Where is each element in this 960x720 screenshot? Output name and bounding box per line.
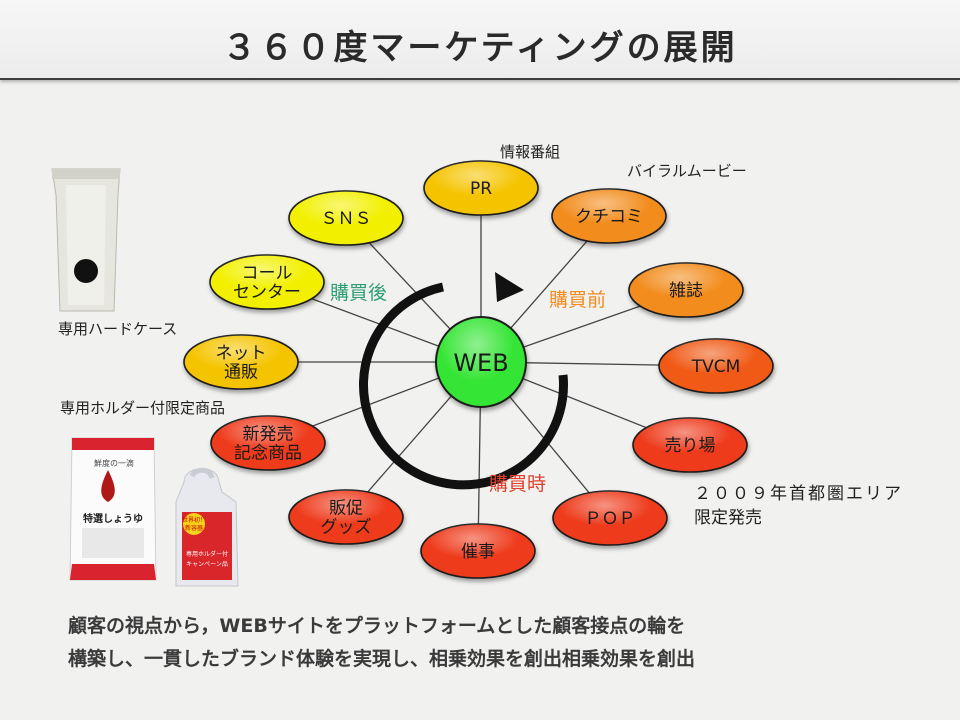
node-store-label-1: 売り場 (665, 436, 716, 456)
node-tvcm: TVCM (658, 338, 774, 394)
node-net-shop-label-1: ネット (216, 344, 267, 364)
hard-case-label: 専用ハードケース (58, 320, 178, 338)
holder-product-label: 専用ホルダー付限定商品 (60, 399, 226, 417)
node-sns: ＳＮＳ (288, 190, 404, 246)
node-net-shop-gloss (186, 335, 296, 383)
node-sns-label-1: ＳＮＳ (321, 209, 372, 229)
note-area-limited-line-1: ２００９年首都圏エリア (694, 484, 903, 504)
node-pr: PR (423, 160, 539, 216)
node-pop: ＰＯＰ (552, 490, 668, 546)
node-call-center-label-2: センター (233, 283, 301, 303)
node-promo-goods-gloss (291, 490, 401, 538)
node-magazine-gloss (631, 263, 741, 311)
hub: WEB (435, 316, 527, 408)
notes: 情報番組 バイラルムービー ２００９年首都圏エリア 限定発売 (500, 143, 903, 528)
node-pop-label-1: ＰＯＰ (585, 509, 636, 529)
node-promo-goods-label-2: グッズ (321, 518, 372, 538)
holder-bottle-image: 世界初！ 新容器 専用ホルダー付 キャンペーン品 (170, 462, 244, 592)
node-event: 催事 (420, 523, 536, 579)
node-word-of-mouth-label-1: クチコミ (575, 207, 643, 227)
phase-before-label: 購買前 (549, 289, 606, 311)
node-store-gloss (635, 418, 745, 466)
hub-label: WEB (453, 349, 508, 377)
cycle-arrowhead (495, 272, 524, 302)
bottle-text-1: 世界初！ (182, 516, 206, 524)
node-tvcm-label-1: TVCM (691, 357, 741, 377)
node-word-of-mouth: クチコミ (551, 188, 667, 244)
node-magazine-label-1: 雑誌 (669, 281, 703, 301)
caption-line-2: 構築し、一貫したブランド体験を実現し、相乗効果を創出相乗効果を創出 (68, 648, 696, 670)
node-tvcm-gloss (661, 339, 771, 387)
node-event-label-1: 催事 (461, 542, 495, 562)
pouch-text-2: 特選しょうゆ (83, 512, 143, 525)
node-pr-label-1: PR (470, 179, 492, 199)
node-net-shop-label-2: 通販 (224, 363, 258, 383)
hard-case-image (46, 165, 126, 315)
cycle-arrow (359, 272, 568, 490)
caption-line-1: 顧客の視点から，WEBサイトをプラットフォームとした顧客接点の輪を (68, 615, 686, 637)
phase-after-label: 購買後 (330, 282, 387, 304)
node-word-of-mouth-gloss (554, 189, 664, 237)
phase-labels: 購買後 購買前 購買時 (330, 282, 606, 495)
hub-gloss (437, 318, 525, 406)
node-store: 売り場 (632, 417, 748, 473)
phase-during-label: 購買時 (489, 473, 546, 495)
soy-sauce-pouch-image: 鮮度の一滴 特選しょうゆ (68, 430, 158, 585)
node-sns-gloss (291, 191, 401, 239)
node-anniversary-label-1: 新発売 (243, 425, 294, 445)
pouch-text-1: 鮮度の一滴 (94, 458, 134, 468)
note-info-program: 情報番組 (500, 143, 560, 161)
bottle-text-2: 新容器 (185, 524, 203, 532)
node-call-center-label-1: コール (242, 264, 293, 284)
bottle-text-3: 専用ホルダー付 (186, 550, 228, 558)
title-bar: ３６０度マーケティングの展開 (0, 0, 960, 80)
cycle-arc (359, 282, 568, 490)
node-anniversary-label-2: 記念商品 (234, 443, 302, 464)
note-area-limited-line-2: 限定発売 (694, 508, 762, 528)
node-pop-gloss (555, 491, 665, 539)
note-viral-movie: バイラルムービー (627, 162, 747, 180)
node-promo-goods-label-1: 販促 (329, 499, 363, 519)
caption: 顧客の視点から，WEBサイトをプラットフォームとした顧客接点の輪を 構築し、一貫… (68, 610, 908, 676)
node-anniversary-gloss (213, 416, 323, 464)
soy-drop-icon (101, 470, 115, 502)
node-pr-gloss (426, 161, 536, 209)
hard-case-hole-icon (74, 259, 98, 283)
node-call-center-gloss (212, 255, 322, 303)
page-title: ３６０度マーケティングの展開 (222, 28, 738, 68)
bottle-text-4: キャンペーン品 (186, 561, 228, 568)
node-magazine: 雑誌 (628, 262, 744, 318)
node-event-gloss (423, 524, 533, 572)
